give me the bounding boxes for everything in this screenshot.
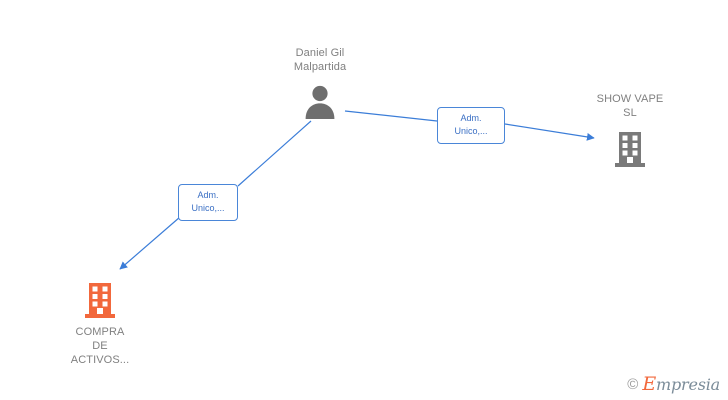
watermark-empresia: © Empresia [627,375,720,394]
node-company-show-vape-sl[interactable]: SHOW VAPE SL [570,92,690,168]
edge-person-to-compra-segment-2 [119,216,181,270]
node-company-compra-de-activos-label: COMPRA DE ACTIVOS... [70,326,130,366]
brand-initial: E [642,373,656,395]
node-person-label: Daniel Gil Malpartida [293,47,347,73]
edge-person-to-showvape-segment-1 [344,110,438,122]
building-icon [85,283,115,318]
edge-label-adm-unico-compra[interactable]: Adm. Unico,... [178,184,238,221]
brand-wordmark: Empresia [642,375,720,394]
edge-person-to-compra-segment-1 [237,120,312,187]
node-company-show-vape-sl-label: SHOW VAPE SL [596,93,664,119]
building-icon [615,132,645,167]
edge-label-adm-unico-showvape[interactable]: Adm. Unico,... [437,107,505,144]
edge-person-to-showvape-segment-2 [504,123,595,141]
person-icon [305,85,335,119]
node-person-daniel-gil-malpartida[interactable]: Daniel Gil Malpartida [258,46,382,120]
brand-rest: mpresia [656,375,720,394]
copyright-icon: © [627,376,639,393]
node-company-compra-de-activos[interactable]: COMPRA DE ACTIVOS... [40,281,160,367]
